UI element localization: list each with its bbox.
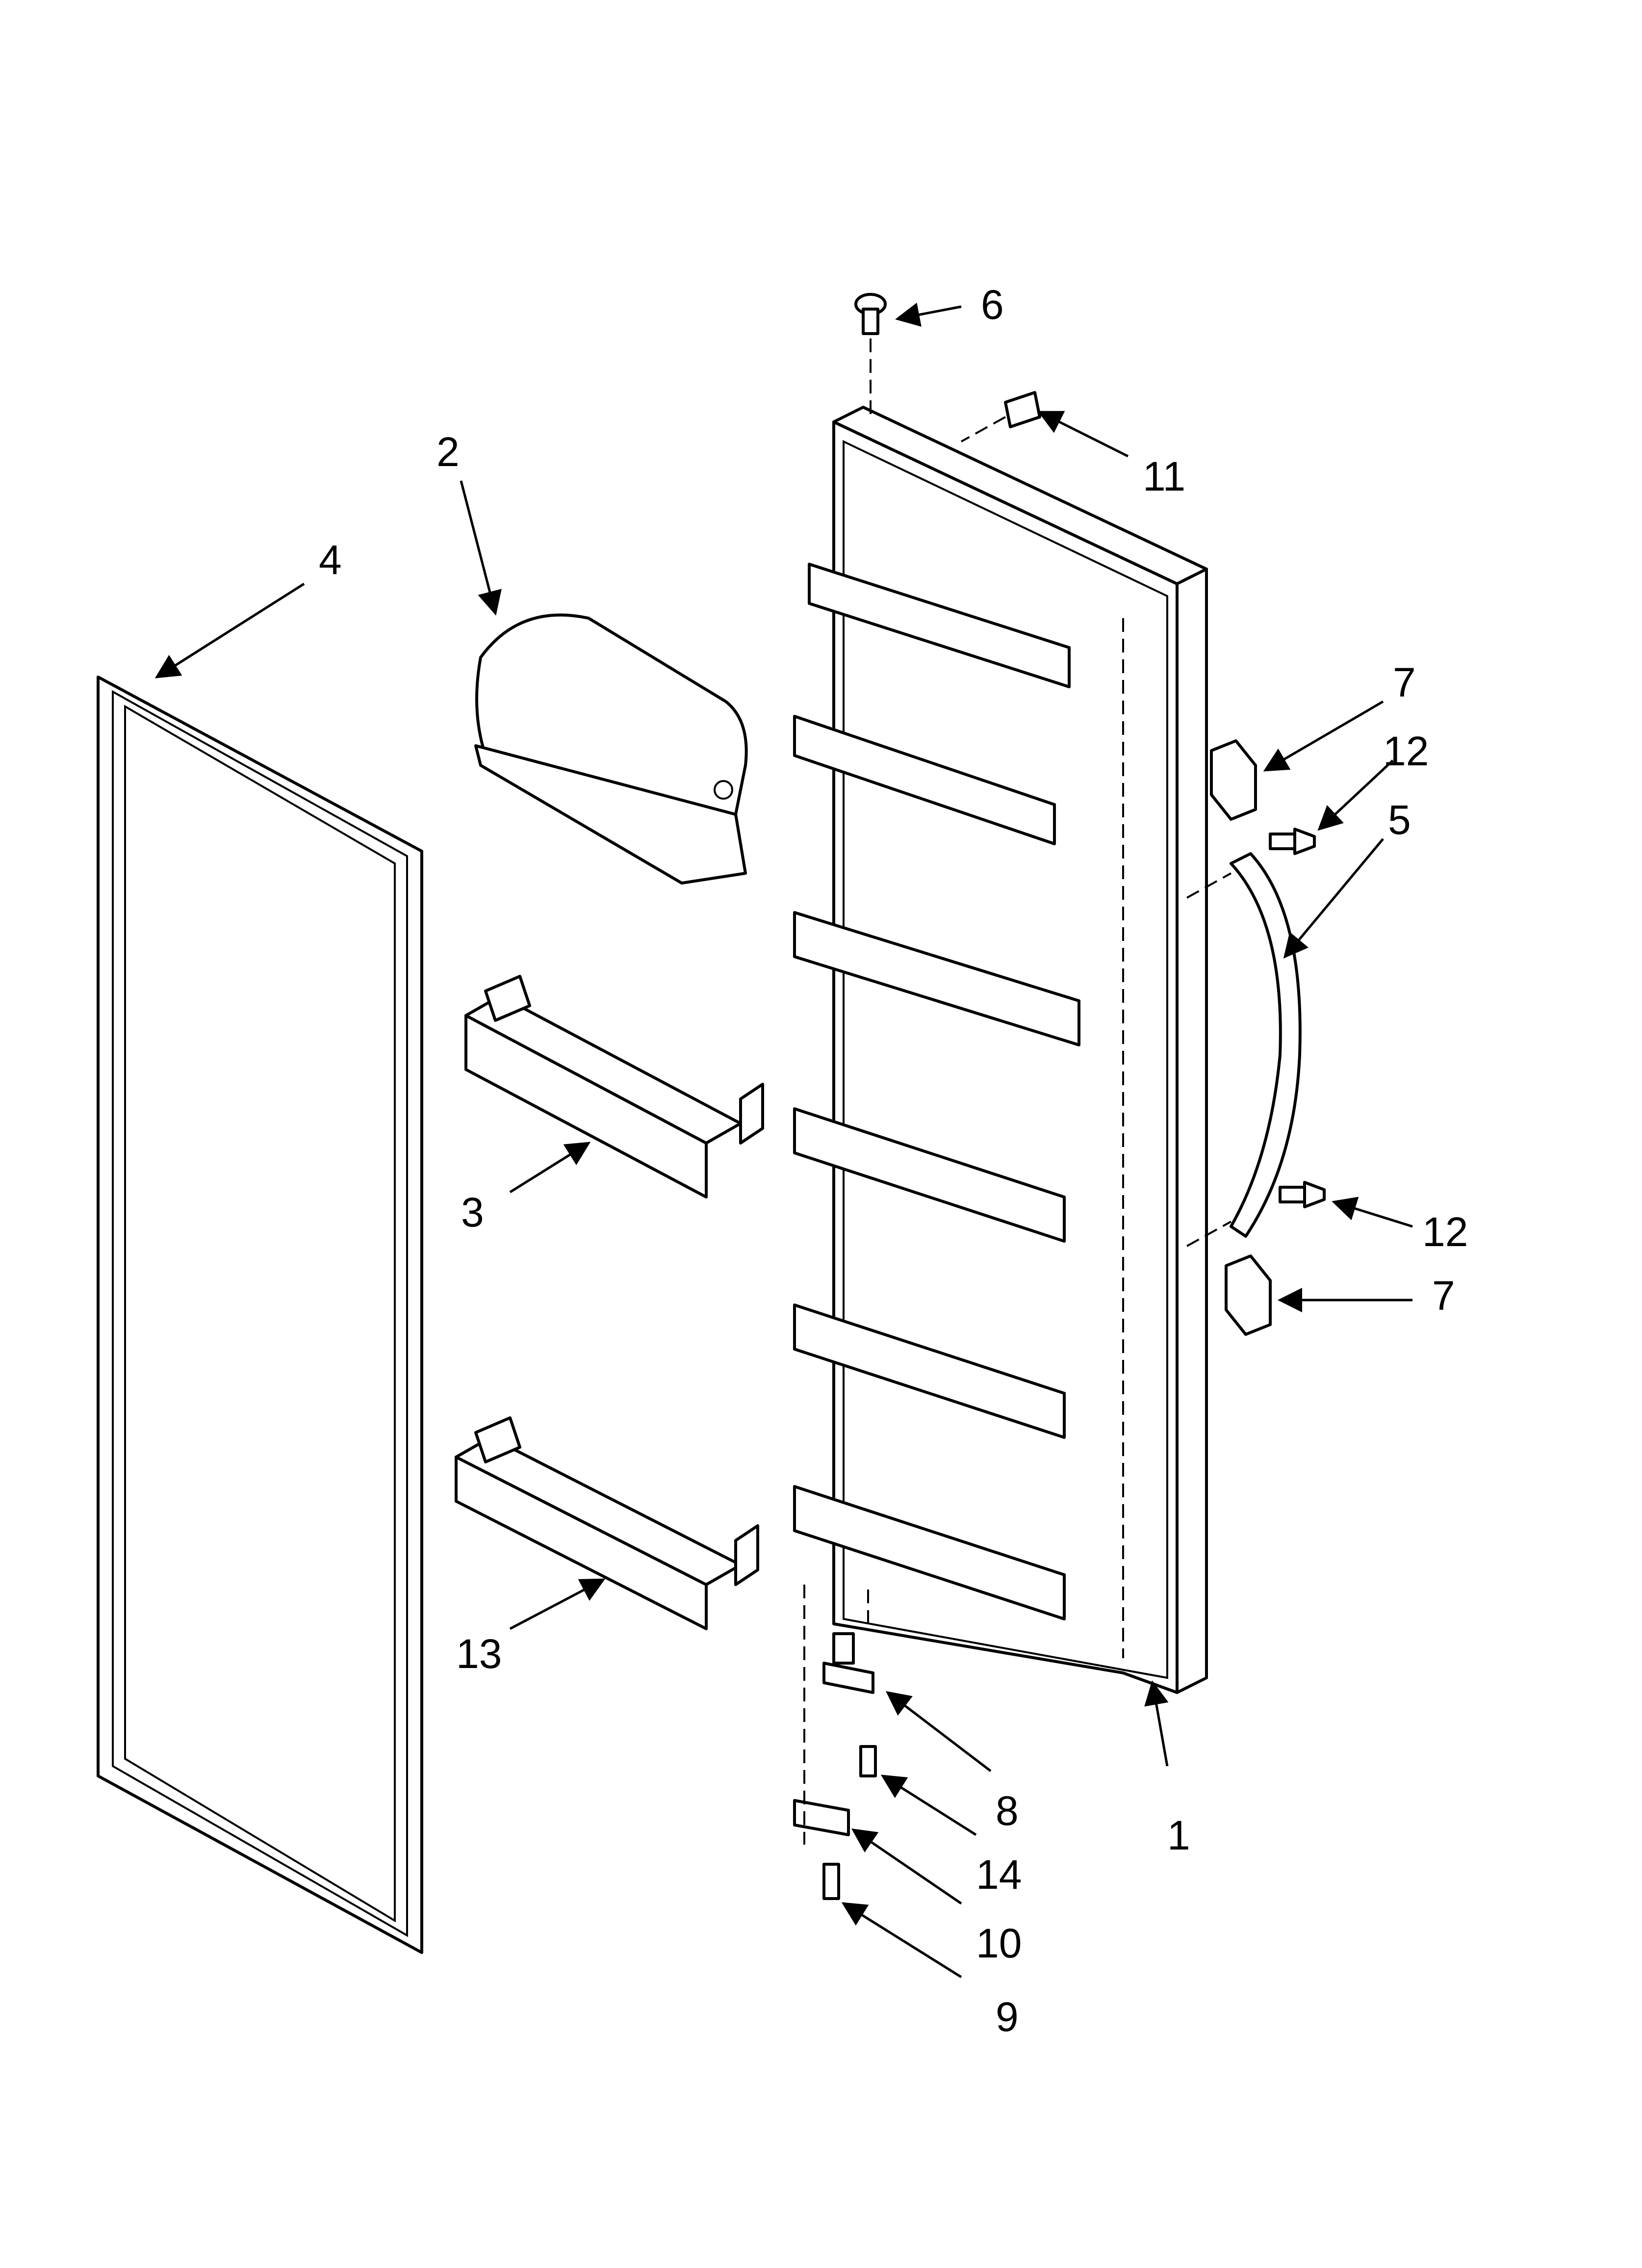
trim-cap-upper-part — [1210, 739, 1257, 821]
callout-13: 13 — [456, 1631, 502, 1677]
screw-upper-part — [1269, 828, 1316, 855]
leader-1 — [1144, 1680, 1169, 1767]
leader-12a — [1317, 759, 1394, 831]
leader-2 — [460, 480, 502, 616]
door-bin-upper-part — [464, 975, 764, 1199]
leader-9 — [841, 1902, 962, 1979]
dairy-door-part — [474, 613, 748, 885]
hinge-bracket-part — [822, 1632, 874, 1694]
leader-7a — [1263, 700, 1384, 772]
callout-12-upper: 12 — [1383, 728, 1429, 774]
leader-4 — [154, 582, 305, 678]
callout-4: 4 — [319, 537, 342, 583]
leader-14 — [880, 1774, 977, 1836]
door-handle-part — [1230, 852, 1302, 1238]
screw-lower-part — [1279, 1181, 1326, 1208]
callout-14: 14 — [976, 1851, 1022, 1898]
callout-2: 2 — [436, 429, 460, 475]
door-bin-lower-part — [455, 1416, 759, 1630]
callout-5: 5 — [1388, 797, 1411, 843]
hinge-pin-part — [854, 293, 887, 335]
hinge-screw-part — [859, 1745, 877, 1777]
leader-12b — [1332, 1197, 1413, 1228]
callout-12-lower: 12 — [1422, 1209, 1468, 1255]
callout-3: 3 — [461, 1189, 484, 1235]
door-assembly-part — [793, 406, 1208, 1694]
leader-11 — [1037, 411, 1129, 458]
mounting-screw-part — [822, 1863, 840, 1900]
callout-11: 11 — [1143, 453, 1185, 499]
callout-7-lower: 7 — [1432, 1273, 1455, 1319]
hinge-shim-part — [793, 1799, 850, 1836]
trim-cap-lower-part — [1225, 1254, 1272, 1336]
leader-6 — [895, 302, 962, 327]
callout-1: 1 — [1167, 1812, 1190, 1858]
callout-6: 6 — [981, 282, 1004, 328]
callout-8: 8 — [996, 1788, 1019, 1834]
plug-part — [1004, 391, 1041, 428]
leader-10 — [851, 1828, 962, 1905]
leader-13 — [509, 1578, 606, 1630]
leader-3 — [509, 1142, 591, 1194]
leader-8 — [886, 1691, 992, 1772]
leader-5 — [1283, 838, 1384, 959]
callout-10: 10 — [976, 1920, 1022, 1966]
door-gasket-part — [97, 676, 423, 1954]
callout-7-upper: 7 — [1393, 659, 1416, 705]
callout-9: 9 — [996, 1994, 1019, 2040]
